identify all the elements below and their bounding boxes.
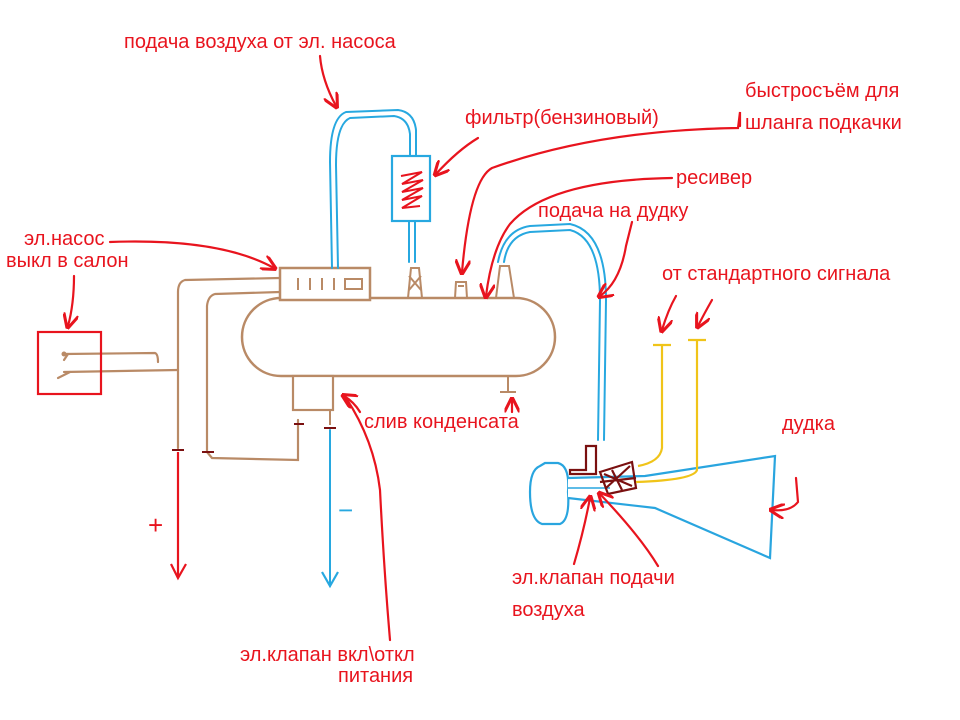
cabin-switch-box	[36, 330, 103, 396]
quick-connect-fitting	[454, 281, 468, 299]
label-horn-feed: подача на дудку	[538, 200, 689, 222]
minus-sign: −	[338, 495, 354, 525]
signal-wires	[635, 338, 706, 484]
polarity-ticks	[172, 423, 336, 453]
power-valve-block	[291, 374, 335, 412]
label-condensate-drain: слив конденсата	[364, 411, 519, 433]
pointer-arrows	[68, 54, 800, 642]
label-pump-line1: эл.насос	[24, 228, 105, 250]
fuel-filter	[390, 154, 432, 223]
label-receiver: ресивер	[676, 167, 753, 189]
electric-pump	[278, 266, 372, 302]
label-air-valve-line1: эл.клапан подачи	[512, 567, 675, 589]
label-filter: фильтр(бензиновый)	[465, 107, 659, 129]
receiver-tank	[240, 296, 557, 378]
power-wires	[56, 276, 300, 462]
label-air-supply: подача воздуха от эл. насоса	[124, 31, 396, 53]
label-pump-line2: выкл в салон	[6, 250, 129, 272]
horn-feed-fitting	[495, 265, 515, 299]
label-power-valve-line2: питания	[338, 665, 414, 687]
label-quick-connect-line1: быстросъём для	[745, 80, 900, 102]
switch-contact	[61, 351, 67, 357]
negative-arrow-head	[321, 571, 339, 589]
label-horn: дудка	[782, 413, 835, 435]
positive-arrow	[170, 452, 187, 581]
label-quick-connect-line2: шланга подкачки	[745, 112, 902, 134]
horn-assembly	[528, 454, 777, 560]
plus-sign: +	[148, 510, 164, 540]
label-power-valve-line1: эл.клапан вкл\откл	[240, 644, 415, 666]
label-from-standard-signal: от стандартного сигнала	[662, 263, 891, 285]
label-air-valve-line2: воздуха	[512, 599, 585, 621]
tank-inlet-fitting	[407, 267, 423, 299]
air-valve-block	[568, 444, 638, 496]
condensate-drain-fitting	[500, 376, 516, 393]
air-lines	[328, 108, 608, 587]
